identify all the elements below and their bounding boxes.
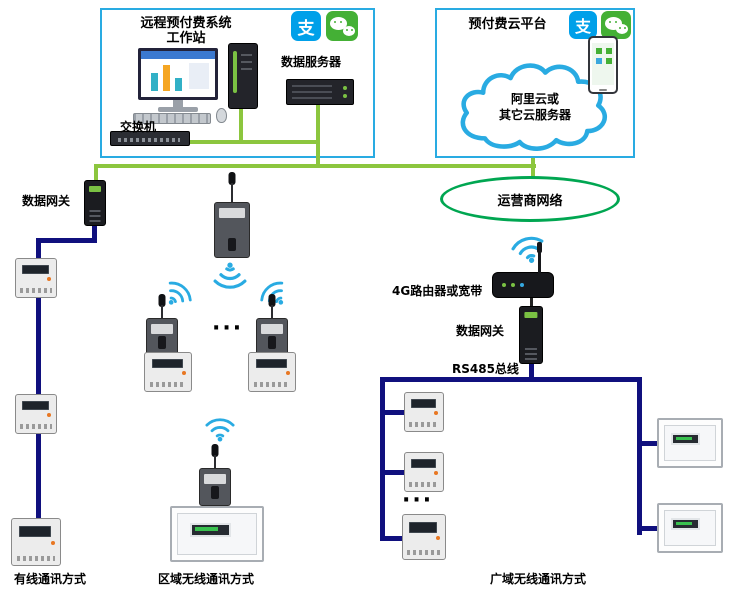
bus-line-gwleft-drop [92,226,97,240]
rs485-stub-1 [383,410,406,415]
gateway-right-label: 数据网关 [456,324,505,338]
bus-line-left-top [36,238,97,243]
rs485-stub-3 [383,536,404,541]
cloud-platform-title: 预付费云平台 [468,17,547,32]
network-switch-icon [110,131,190,146]
ellipsis-more-devices: ··· [402,488,434,513]
alipay-glyph: 支 [297,18,315,39]
lan-line-main [94,164,536,168]
bus-line-left-vertical [36,238,41,543]
cloud-icon [460,63,608,151]
prepaid-meter-box-icon [170,506,264,562]
rs485-stub-2 [383,470,406,475]
data-gateway-icon [519,306,543,364]
smartphone-icon [588,36,618,94]
lan-line-inbox [186,140,320,144]
wired-caption: 有线通讯方式 [14,572,87,586]
carrier-network-label: 运营商网络 [497,193,563,209]
wireless-breaker-icon [146,294,178,356]
gateway-left-label: 数据网关 [22,194,71,208]
lan-line-gateway-left [94,166,98,182]
energy-meter-icon [404,452,444,492]
cloud-label-line2: 其它云服务器 [498,108,571,122]
energy-meter-icon [248,352,296,392]
cloud-label-line1: 阿里云或 [510,92,559,106]
lan-line-tower [239,107,243,142]
cloud-platform-box [435,8,635,158]
rs485-left-vertical [380,377,385,541]
workstation-monitor-icon [138,48,218,112]
bus-line-gwright-drop [529,363,534,378]
wifi-icon [502,225,553,269]
lan-line-drop [316,142,320,166]
rs485-right-stub-2 [641,526,658,531]
wechat-icon [601,11,631,39]
energy-meter-icon [144,352,192,392]
workstation-title-line2: 工作站 [166,31,206,46]
wireless-breaker-icon [256,294,288,356]
lan-line-server [316,103,320,142]
wechat-icon [326,11,358,41]
wifi-icon [200,412,240,442]
keyboard-icon [133,113,211,124]
tower-pc-icon [228,43,258,109]
energy-meter-icon [402,514,446,560]
data-server-icon [286,79,354,105]
energy-meter-icon [15,258,57,298]
mouse-icon [216,108,227,123]
prepaid-meter-box-icon [657,503,723,553]
regional-wireless-caption: 区域无线通讯方式 [158,572,255,586]
wireless-breaker-icon [199,444,231,506]
alipay-icon: 支 [569,11,597,39]
alipay-glyph: 支 [574,17,591,36]
rs485-right-stub-1 [641,441,658,446]
alipay-icon: 支 [291,11,321,41]
workstation-box [100,8,375,158]
4g-router-icon [492,242,554,298]
router-gateway-link [530,298,533,308]
data-server-label: 数据服务器 [281,55,342,69]
carrier-network-ellipse: 运营商网络 [440,176,620,222]
rs485-bus-horizontal [380,377,642,382]
data-gateway-icon [84,180,106,226]
energy-meter-icon [404,392,444,432]
ellipsis-more-devices: ··· [212,316,244,341]
rs485-right-vertical [637,377,642,535]
prepaid-meter-box-icon [657,418,723,468]
wifi-icon [208,262,252,296]
lan-line-cloudbox [531,158,535,178]
wireless-breaker-icon [214,172,250,258]
rs485-bus-label: RS485总线 [452,362,519,376]
workstation-title-line1: 远程预付费系统 [140,16,232,31]
energy-meter-icon [11,518,61,566]
energy-meter-icon [15,394,57,434]
router-label: 4G路由器或宽带 [392,284,483,298]
wide-area-wireless-caption: 广域无线通讯方式 [490,572,587,586]
switch-label: 交换机 [120,120,157,134]
